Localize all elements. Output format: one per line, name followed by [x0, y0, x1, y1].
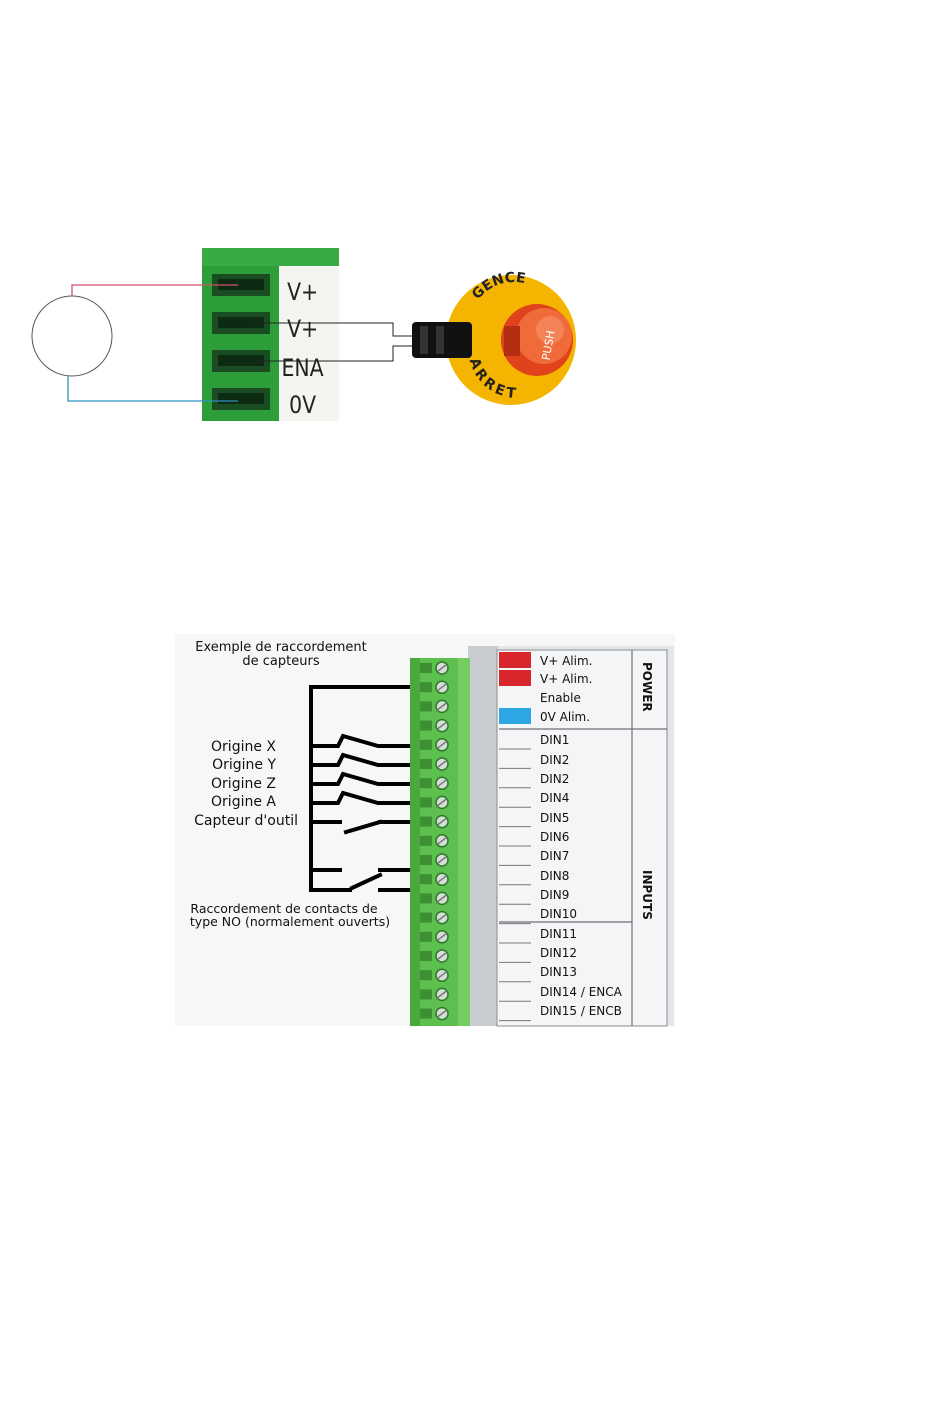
sensor-wiring-diagram: Exemple de raccordement de capteurs V+ A…: [175, 634, 675, 1027]
terminal-hole: [420, 970, 432, 981]
note-line2: type NO (normalement ouverts): [190, 914, 390, 929]
terminal-hole: [420, 874, 432, 885]
terminal-hole: [420, 682, 432, 693]
input-row-7: DIN7: [540, 849, 569, 863]
estop-button: PUSH GENCE ARRET: [412, 270, 576, 405]
sensor-wiring: [309, 685, 410, 892]
swatch-vplus-2: [499, 670, 531, 686]
power-row-2: V+ Alim.: [540, 672, 592, 686]
input-row-13: DIN13: [540, 965, 577, 979]
estop-push-label: PUSH: [540, 330, 558, 362]
input-row-12: DIN12: [540, 946, 577, 960]
power-row-3: Enable: [540, 691, 581, 705]
terminal-label-ena: ENA: [282, 354, 325, 382]
terminal-screws: [420, 661, 449, 1021]
terminal-hole: [420, 701, 432, 712]
terminal-hole: [420, 912, 432, 923]
terminal-hole: [420, 835, 432, 846]
power-section-label: POWER: [640, 662, 654, 712]
terminal-hole: [420, 759, 432, 769]
circle-component: [31, 295, 113, 377]
terminal-hole: [420, 855, 432, 865]
input-row-1: DIN1: [540, 733, 569, 747]
terminal-hole: [420, 989, 432, 1000]
input-row-2: DIN2: [540, 753, 569, 767]
sensor-title-line2: de capteurs: [242, 654, 319, 669]
wire-red: [71, 284, 238, 296]
terminal-slots: [212, 274, 270, 410]
input-row-10: DIN10: [540, 907, 577, 921]
input-row-4: DIN4: [540, 791, 569, 805]
terminal-label-vplus-2: V+: [287, 315, 318, 343]
input-row-11: DIN11: [540, 927, 577, 941]
wire-blue: [67, 376, 238, 402]
sensor-label-origine-z: Origine Z: [211, 776, 276, 792]
terminal-hole: [420, 1008, 432, 1019]
input-row-6: DIN6: [540, 830, 569, 844]
terminal-hole: [420, 663, 432, 673]
input-row-15: DIN15 / ENCB: [540, 1004, 622, 1018]
terminal-hole: [420, 893, 432, 904]
estop-wiring-diagram: V+ V+ ENA 0V PUSH GENCE ARRET: [31, 248, 576, 421]
terminal-hole: [420, 951, 432, 961]
input-row-9: DIN9: [540, 888, 569, 902]
sensor-label-capteur-outil: Capteur d'outil: [194, 813, 298, 829]
power-row-1: V+ Alim.: [540, 654, 592, 668]
terminal-hole: [420, 797, 432, 808]
input-row-3: DIN2: [540, 772, 569, 786]
input-row-5: DIN5: [540, 811, 569, 825]
terminal-hole: [420, 720, 432, 731]
input-row-8: DIN8: [540, 869, 569, 883]
sensor-label-origine-a: Origine A: [211, 794, 276, 810]
sensor-title-line1: Exemple de raccordement: [195, 640, 366, 655]
swatch-enable: [499, 689, 531, 705]
terminal-hole: [420, 739, 432, 750]
terminal-hole: [420, 931, 432, 942]
note-line1: Raccordement de contacts de: [190, 901, 377, 916]
swatch-0v: [499, 708, 531, 724]
terminal-label-strip: [279, 266, 339, 421]
terminal-label-vplus-1: V+: [287, 278, 318, 306]
inputs-section-label: INPUTS: [640, 870, 654, 920]
sensor-label-origine-y: Origine Y: [212, 757, 276, 773]
wire-black-ena: [255, 345, 420, 362]
swatch-vplus-1: [499, 652, 531, 668]
wire-black-vplus: [255, 322, 420, 337]
terminal-hole: [420, 778, 432, 789]
terminal-label-0v: 0V: [289, 391, 317, 419]
sensor-label-origine-x: Origine X: [211, 739, 276, 755]
input-row-14: DIN14 / ENCA: [540, 985, 623, 999]
terminal-hole: [420, 816, 432, 827]
power-row-4: 0V Alim.: [540, 710, 590, 724]
